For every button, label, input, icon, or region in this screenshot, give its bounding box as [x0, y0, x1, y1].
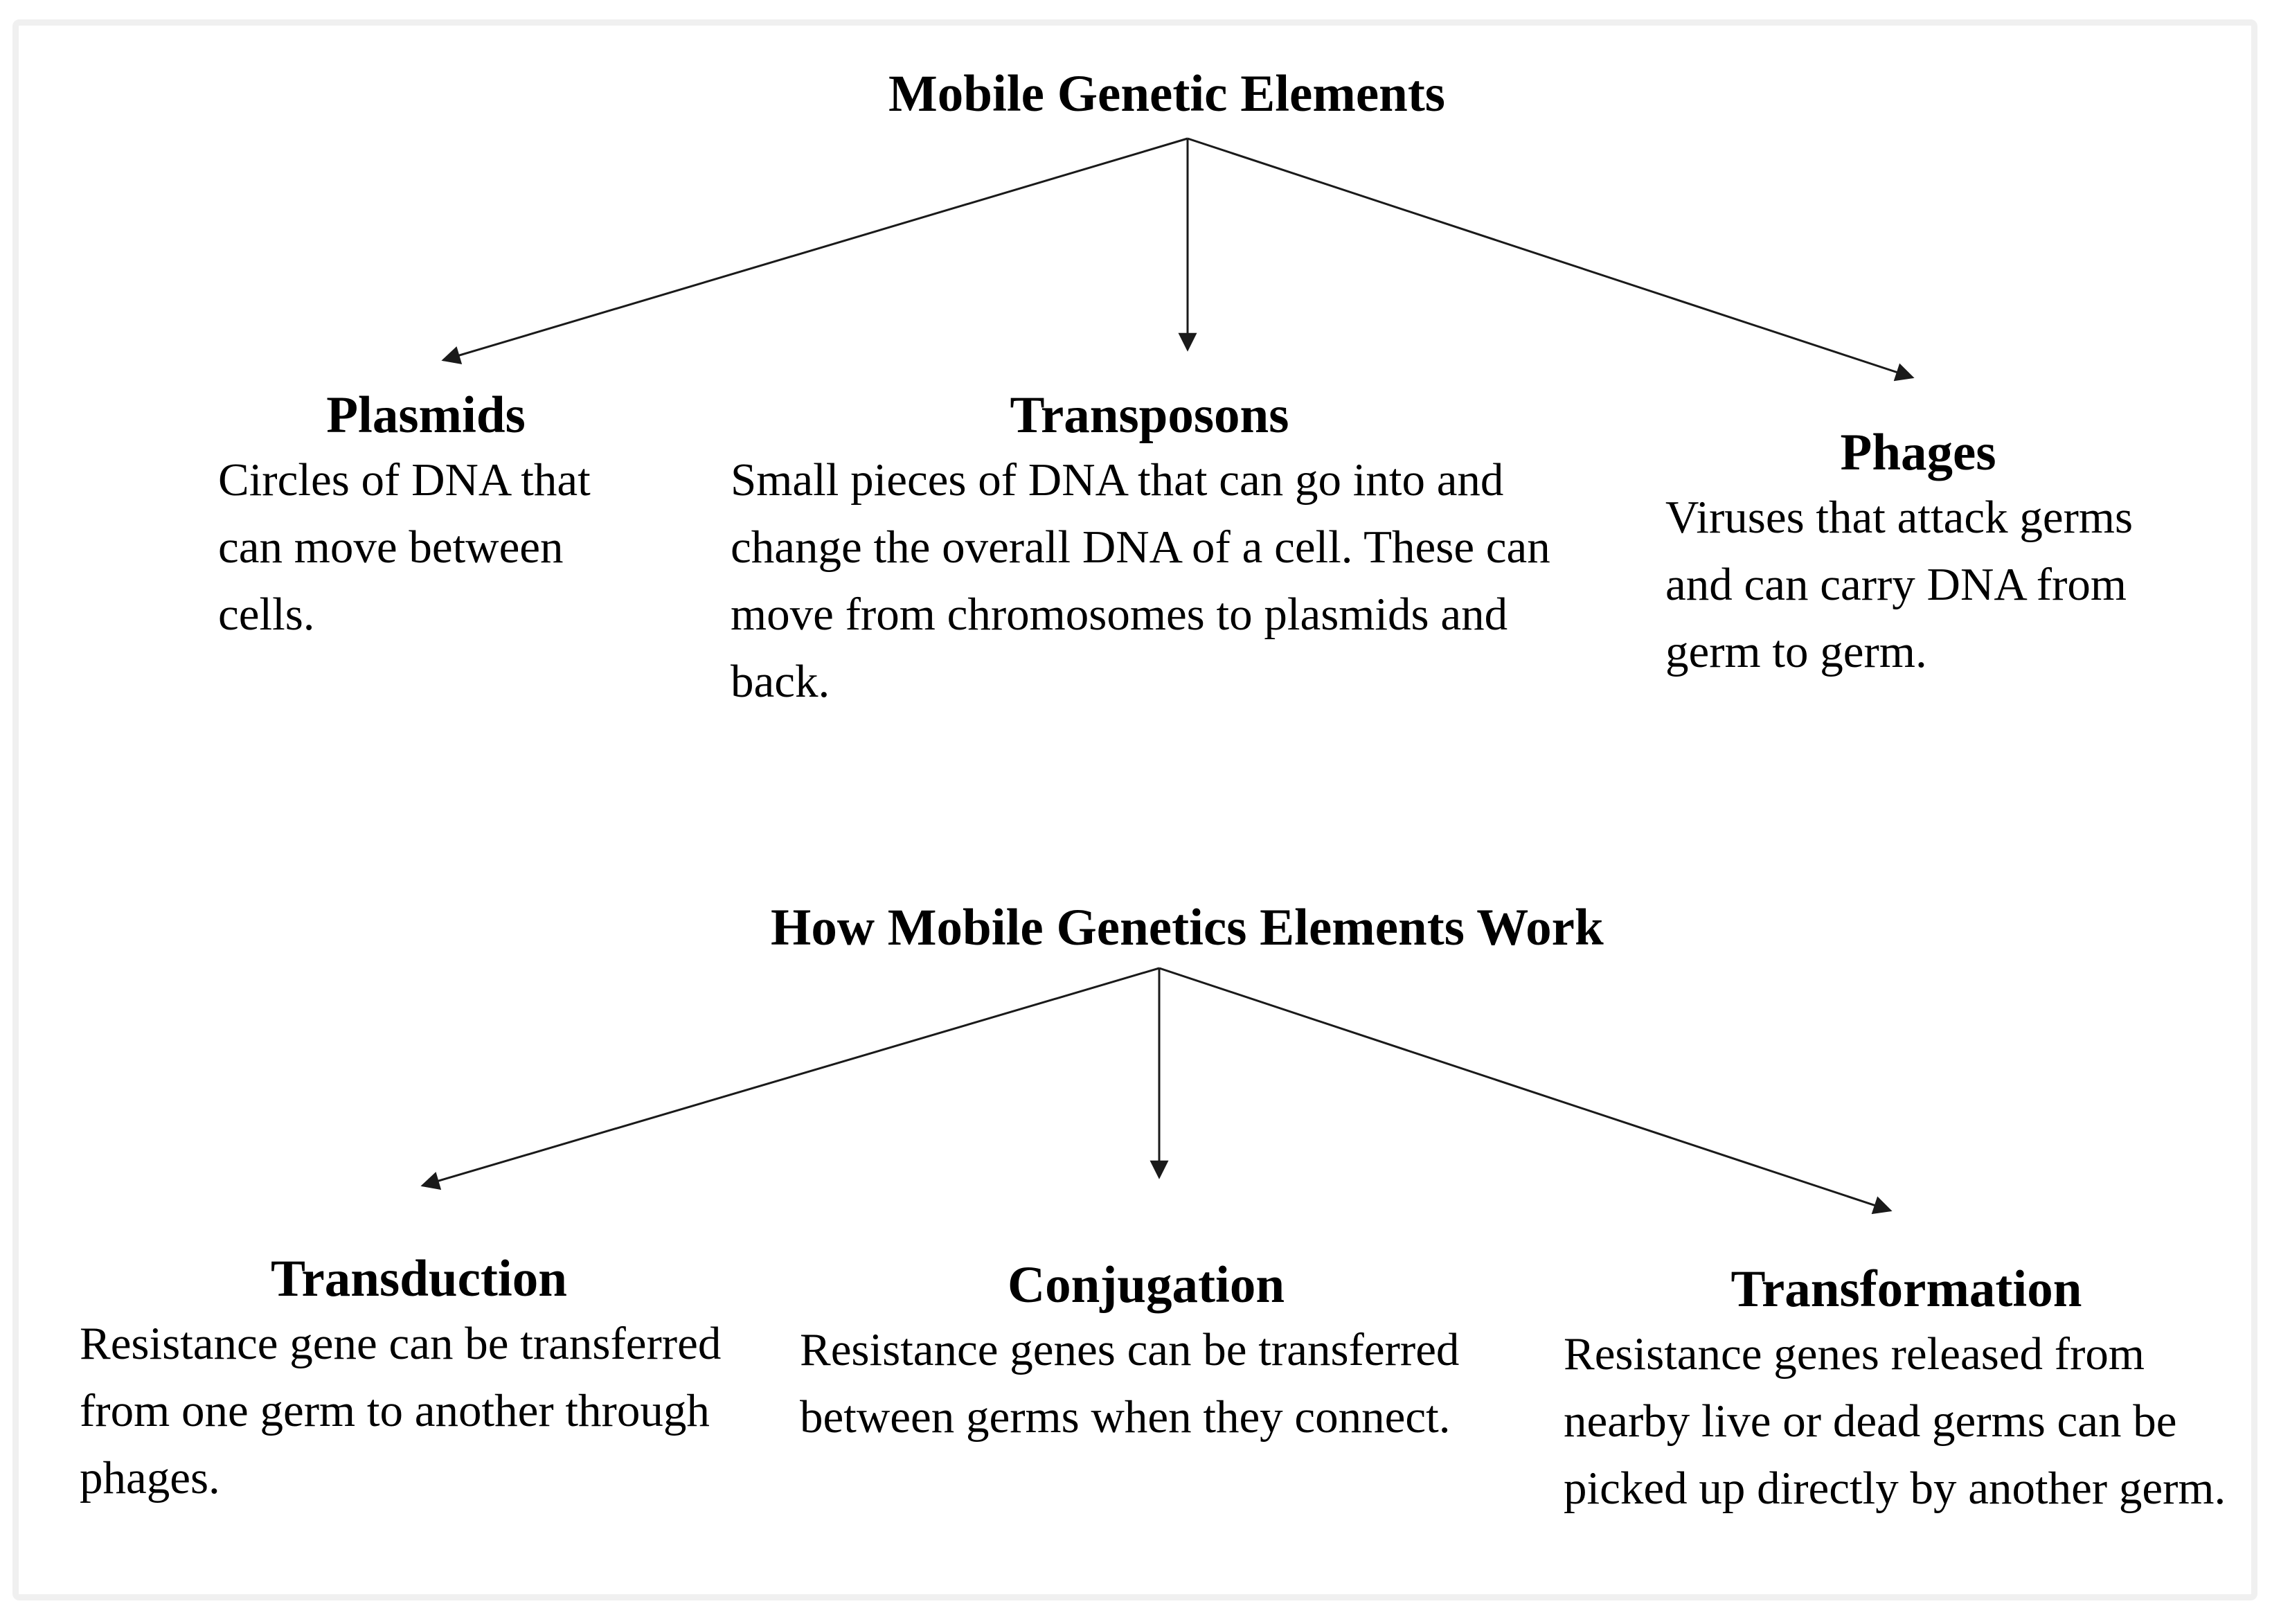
branch-transposons: Transposons Small pieces of DNA that can… [731, 385, 1568, 715]
branch-transduction-description: Resistance gene can be transferred from … [80, 1317, 722, 1503]
bottom-tree-title: How Mobile Genetics Elements Work [771, 899, 1604, 956]
top-tree-title: Mobile Genetic Elements [888, 65, 1445, 123]
branch-phages-heading: Phages [1840, 424, 1996, 481]
branch-transformation-description: Resistance genes released from nearby li… [1564, 1328, 2226, 1514]
branch-plasmids-heading: Plasmids [326, 386, 526, 444]
branch-transposons-description: Small pieces of DNA that can go into and… [731, 454, 1550, 707]
branch-transformation-heading: Transformation [1730, 1260, 2082, 1318]
branch-transduction: Transduction Resistance gene can be tran… [80, 1249, 758, 1512]
branch-plasmids: Plasmids Circles of DNA that can move be… [218, 385, 634, 648]
arrow-top-to-phages [1187, 137, 1915, 382]
arrow-bottom-to-transformation [1159, 967, 1893, 1215]
branch-transduction-heading: Transduction [271, 1250, 567, 1308]
branch-transposons-heading: Transposons [1010, 386, 1289, 444]
branch-conjugation-heading: Conjugation [1007, 1256, 1285, 1314]
branch-phages: Phages Viruses that attack germs and can… [1665, 422, 2171, 686]
branch-conjugation-description: Resistance genes can be transferred betw… [800, 1323, 1460, 1443]
arrow-top-to-plasmids [441, 137, 1188, 365]
branch-transformation: Transformation Resistance genes released… [1564, 1259, 2249, 1522]
arrow-bottom-to-transduction [420, 967, 1160, 1190]
branch-plasmids-description: Circles of DNA that can move between cel… [218, 454, 591, 640]
branch-conjugation: Conjugation Resistance genes can be tran… [800, 1255, 1492, 1451]
branch-phages-description: Viruses that attack germs and can carry … [1665, 491, 2134, 677]
